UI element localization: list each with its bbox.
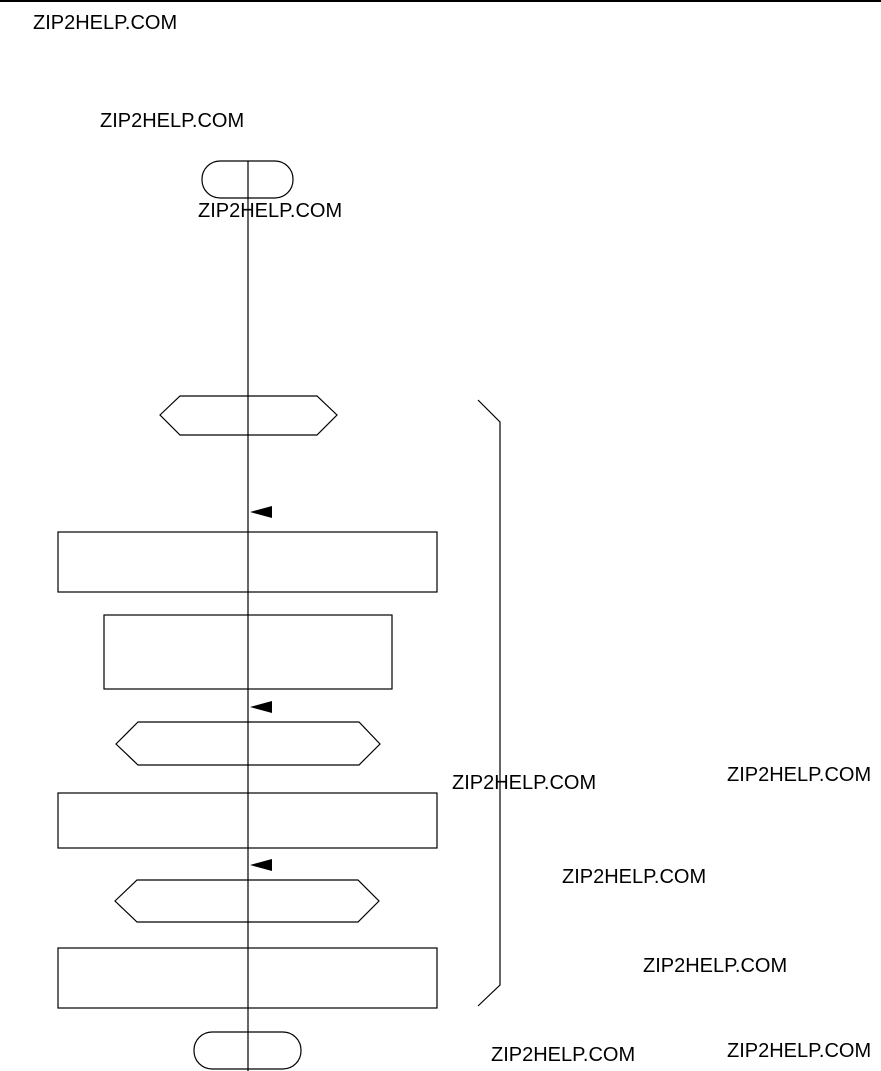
watermark-text: ZIP2HELP.COM <box>562 866 707 888</box>
watermark-text: ZIP2HELP.COM <box>727 1040 872 1062</box>
arrowhead-2 <box>250 701 272 713</box>
arrowhead-1 <box>250 506 272 518</box>
watermark-text: ZIP2HELP.COM <box>643 955 788 977</box>
watermark-text: ZIP2HELP.COM <box>33 12 178 34</box>
preparation-hexagon-2 <box>115 721 381 766</box>
watermark-text: ZIP2HELP.COM <box>727 764 872 786</box>
right-bracket <box>477 399 501 1007</box>
watermark-text: ZIP2HELP.COM <box>491 1044 636 1066</box>
arrowhead-3 <box>250 859 272 871</box>
watermark-text: ZIP2HELP.COM <box>452 772 597 794</box>
preparation-hexagon-1 <box>159 395 338 436</box>
watermark-text: ZIP2HELP.COM <box>100 110 245 132</box>
preparation-hexagon-3 <box>114 879 380 923</box>
watermark-text: ZIP2HELP.COM <box>198 200 343 222</box>
